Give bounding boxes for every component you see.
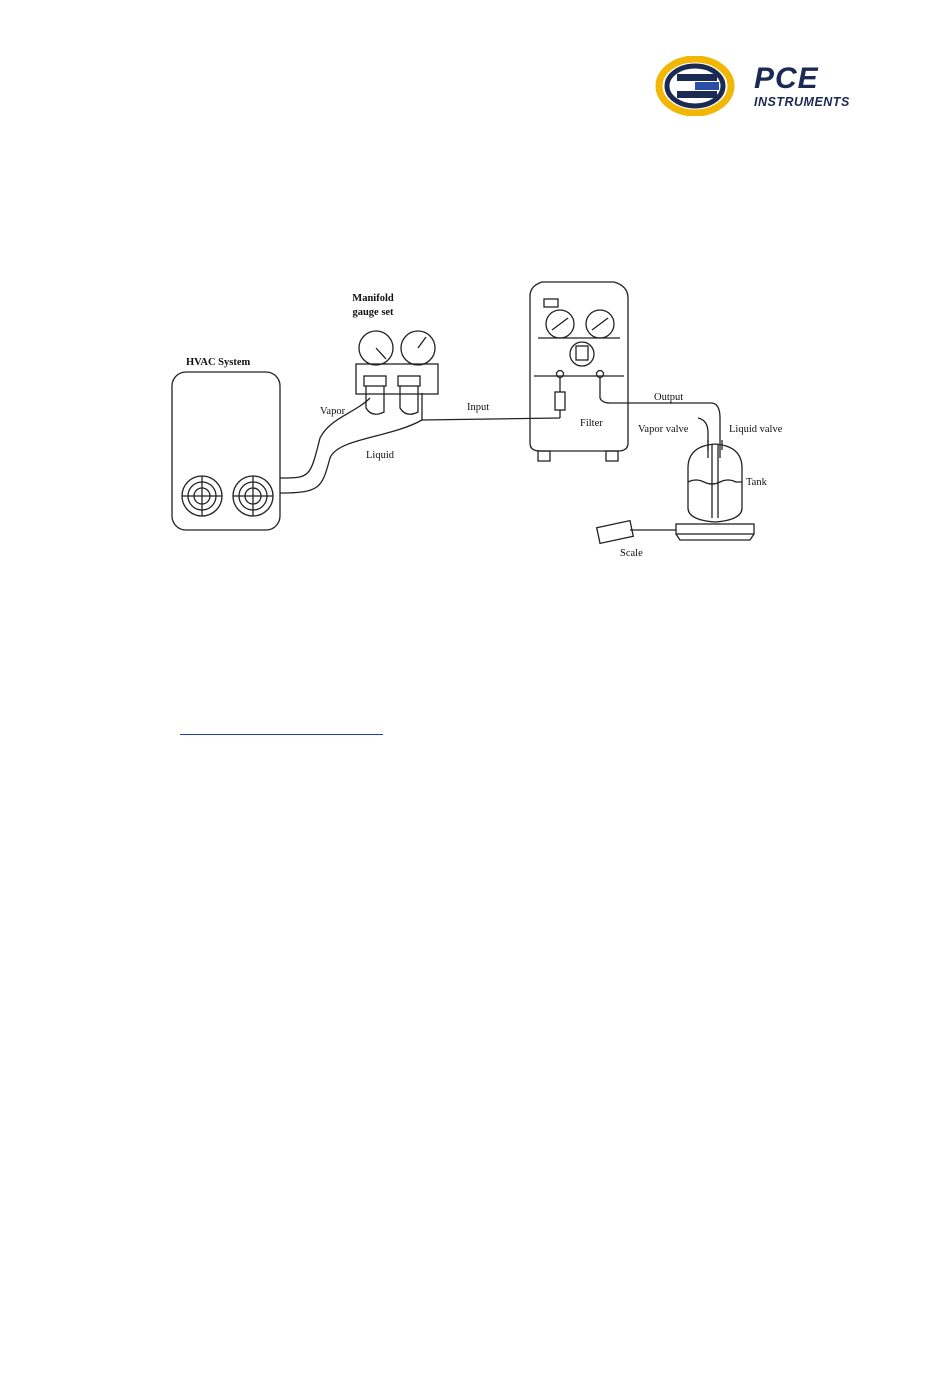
logo-wordmark: PCE INSTRUMENTS: [754, 64, 850, 109]
hvac-fan-right-icon: [233, 476, 273, 516]
recovery-machine: [530, 282, 628, 461]
logo-sub-text: INSTRUMENTS: [754, 95, 850, 109]
label-scale: Scale: [620, 548, 643, 559]
vapor-valve-line: [698, 418, 708, 458]
hyperlink-underline[interactable]: [180, 734, 383, 735]
label-tank: Tank: [746, 477, 768, 488]
label-manifold-line2: gauge set: [352, 307, 394, 318]
label-liquid-valve: Liquid valve: [729, 424, 783, 435]
label-filter: Filter: [580, 418, 603, 429]
label-hvac: HVAC System: [186, 357, 251, 368]
label-vapor: Vapor: [320, 406, 346, 417]
manifold-gauge-set: [356, 331, 438, 420]
label-liquid: Liquid: [366, 450, 395, 461]
label-output: Output: [654, 392, 683, 403]
logo-main-text: PCE: [754, 64, 850, 94]
hvac-fan-left-icon: [182, 476, 222, 516]
label-manifold-line1: Manifold: [352, 293, 394, 304]
label-vapor-valve: Vapor valve: [638, 424, 689, 435]
hvac-unit: [172, 372, 280, 530]
liquid-hose: [280, 420, 422, 493]
scale: [597, 521, 754, 544]
label-input: Input: [467, 402, 489, 413]
tank: [688, 440, 742, 522]
input-hose: [422, 418, 560, 420]
recovery-diagram: Manifold gauge set HVAC System Vapor Liq…: [160, 268, 810, 568]
